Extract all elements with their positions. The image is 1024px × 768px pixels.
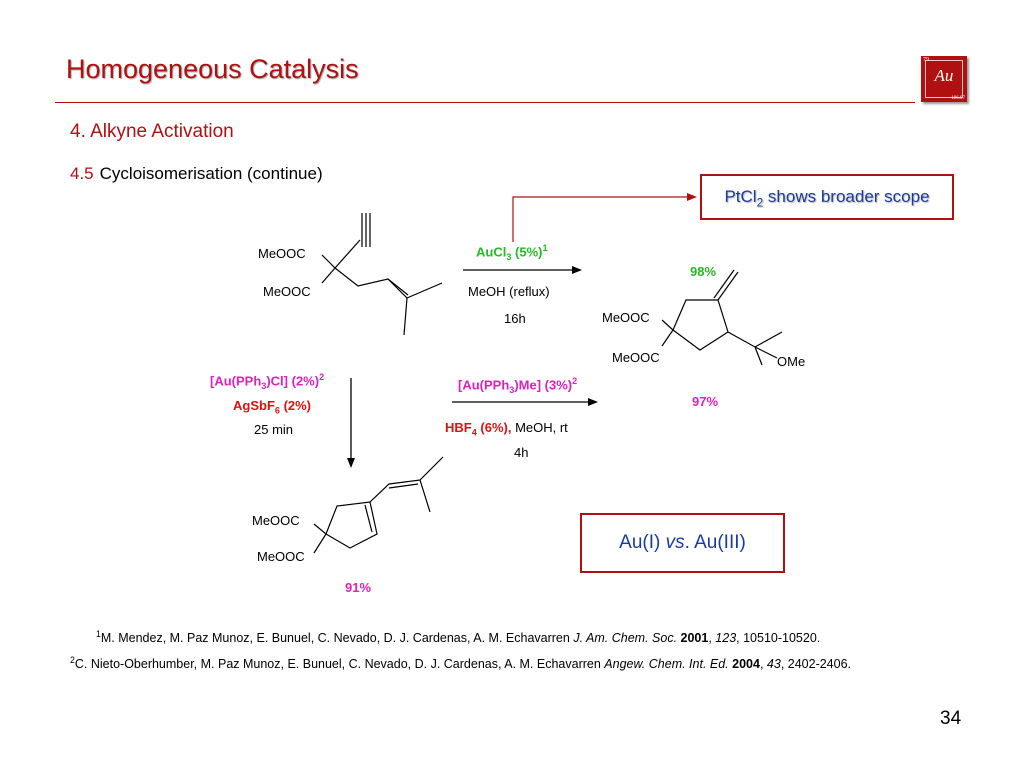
logo-frame bbox=[925, 60, 963, 98]
logo-mass: 196.97 bbox=[951, 96, 965, 101]
label-ester-5: MeOOC bbox=[252, 513, 300, 528]
middle-conditions: HBF4 (6%), MeOH, rt bbox=[445, 420, 568, 438]
gold-element-logo: 79 Au 196.97 bbox=[921, 56, 967, 102]
label-ester-3: MeOOC bbox=[602, 310, 650, 325]
subsection-heading: 4.5 Cycloisomerisation (continue) bbox=[70, 164, 323, 184]
callout-arrow-head bbox=[687, 193, 697, 201]
label-methoxy: OMe bbox=[777, 354, 806, 369]
top-solvent: MeOH (reflux) bbox=[468, 284, 550, 299]
slide-title: Homogeneous Catalysis bbox=[66, 54, 359, 84]
label-ester-6: MeOOC bbox=[257, 549, 305, 564]
reference-1: 1M. Mendez, M. Paz Munoz, E. Bunuel, C. … bbox=[96, 629, 821, 646]
label-ester-1: MeOOC bbox=[258, 246, 306, 261]
section-heading: 4. Alkyne Activation bbox=[70, 121, 234, 142]
top-catalyst: AuCl3 (5%)1 bbox=[476, 243, 548, 262]
label-ester-2: MeOOC bbox=[263, 284, 311, 299]
middle-yield: 97% bbox=[692, 394, 719, 409]
arrow-heads bbox=[347, 266, 598, 468]
top-time: 16h bbox=[504, 311, 526, 326]
down-catalyst: [Au(PPh3)Cl] (2%)2 bbox=[210, 372, 325, 391]
down-additive: AgSbF6 (2%) bbox=[233, 398, 312, 416]
label-ester-4: MeOOC bbox=[612, 350, 660, 365]
page-number: 34 bbox=[940, 708, 962, 729]
logo-symbol: Au bbox=[934, 66, 954, 85]
middle-catalyst: [Au(PPh3)Me] (3%)2 bbox=[458, 376, 578, 395]
logo-atomic-number: 79 bbox=[923, 57, 929, 63]
subsection-title: Cycloisomerisation (continue) bbox=[99, 164, 323, 183]
top-yield: 98% bbox=[690, 264, 717, 279]
reference-2: 2C. Nieto-Oberhumber, M. Paz Munoz, E. B… bbox=[70, 655, 852, 672]
middle-time: 4h bbox=[514, 445, 529, 460]
ptcl-callout: PtCl2 shows broader scope bbox=[700, 174, 954, 220]
au-comparison-callout: Au(I) vs. Au(III) bbox=[580, 513, 785, 573]
down-yield: 91% bbox=[345, 580, 372, 595]
subsection-number: 4.5 bbox=[70, 164, 94, 183]
reaction-arrows bbox=[350, 269, 592, 463]
structure-bonds bbox=[313, 196, 783, 554]
title-divider bbox=[55, 102, 915, 103]
down-time: 25 min bbox=[254, 422, 294, 437]
